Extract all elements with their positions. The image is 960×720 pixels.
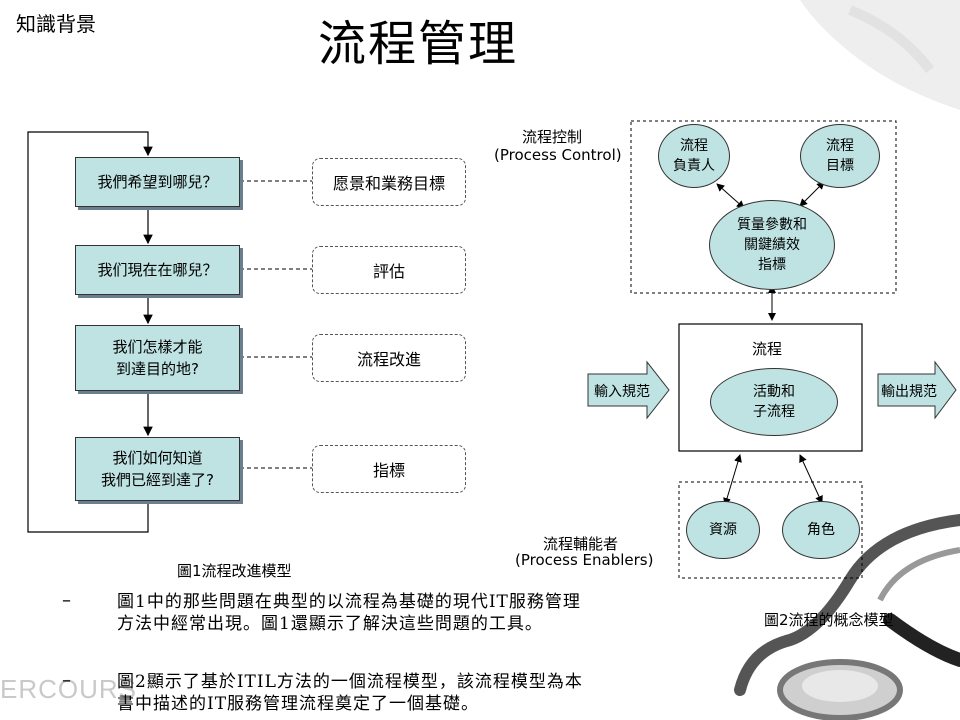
question-text: 我们如何知道 我們已經到達了? (101, 449, 214, 489)
figure2-caption: 圖2流程的概念模型 (764, 611, 894, 629)
question-box-where-now: 我们現在在哪兒？ (75, 245, 240, 295)
output-arrow-shape (877, 360, 957, 420)
process-goal-ellipse: 流程 目標 (800, 124, 880, 188)
process-owner-ellipse: 流程 負責人 (658, 124, 730, 188)
question-text: 我们怎樣才能 到達目的地? (112, 338, 203, 378)
answer-box-assessment: 評估 (312, 246, 466, 294)
process-enablers-group (678, 481, 863, 579)
answer-text: 評估 (372, 262, 405, 281)
process-control-group (630, 120, 897, 294)
stethoscope-image (734, 514, 960, 720)
question-box-how-know: 我们如何知道 我們已經到達了? (75, 437, 240, 501)
ellipse-text: 角色 (807, 522, 835, 538)
note-bullet: – (62, 670, 71, 691)
double-arrow (723, 454, 742, 506)
ellipse-text: 活動和 子流程 (753, 384, 795, 420)
slide-label: 知識背景 (16, 12, 96, 36)
double-arrow (716, 183, 745, 209)
ellipse-text: 流程 負責人 (673, 138, 715, 174)
ellipse-text: 流程 目標 (826, 138, 854, 174)
question-text: 我们現在在哪兒？ (97, 261, 218, 279)
note-bullet: – (62, 590, 71, 611)
input-spec-label: 輸入規范 (594, 384, 650, 400)
process-control-label: 流程控制 (522, 128, 583, 146)
answer-box-metrics: 指標 (312, 445, 466, 493)
process-label: 流程 (752, 340, 783, 358)
answer-box-improvement: 流程改進 (312, 334, 466, 382)
note-text: 圖1中的那些問題在典型的以流程為基礎的現代IT服務管理 方法中經常出現。圖1還顯… (117, 592, 581, 634)
process-enablers-label-en: (Process Enablers) (515, 551, 654, 569)
note-text: 圖2顯示了基於ITIL方法的一個流程模型，該流程模型為本 書中描述的IT服務管理… (117, 672, 583, 714)
question-text: 我們希望到哪兒？ (97, 173, 218, 191)
answer-box-vision: 愿景和業務目標 (312, 158, 466, 206)
ellipse-text: 資源 (709, 522, 737, 538)
input-arrow-shape (587, 360, 670, 420)
answer-text: 指標 (372, 461, 405, 480)
kpi-ellipse: 質量參數和 關鍵績效 指標 (709, 200, 835, 290)
roles-ellipse: 角色 (782, 501, 860, 559)
output-spec-label: 輸出規范 (881, 384, 937, 400)
figure1-caption: 圖1流程改進模型 (177, 562, 292, 580)
answer-text: 流程改進 (356, 350, 421, 369)
activities-ellipse: 活動和 子流程 (710, 368, 838, 436)
feedback-loop-arrow (27, 131, 153, 533)
resources-ellipse: 資源 (686, 501, 760, 559)
ellipse-text: 質量參數和 關鍵績效 指標 (737, 217, 807, 273)
slide-title: 流程管理 (318, 16, 519, 72)
answer-text: 愿景和業務目標 (332, 174, 445, 193)
double-arrow (799, 181, 825, 207)
watermark-text: ERCOURS (0, 674, 138, 704)
double-arrow (799, 454, 823, 504)
question-box-where-want: 我們希望到哪兒？ (75, 157, 240, 207)
process-control-label-en: (Process Control) (494, 146, 622, 164)
process-enablers-label: 流程輔能者 (543, 535, 619, 553)
question-box-how-get: 我们怎樣才能 到達目的地? (75, 325, 240, 391)
watermark-logo (800, 0, 960, 110)
